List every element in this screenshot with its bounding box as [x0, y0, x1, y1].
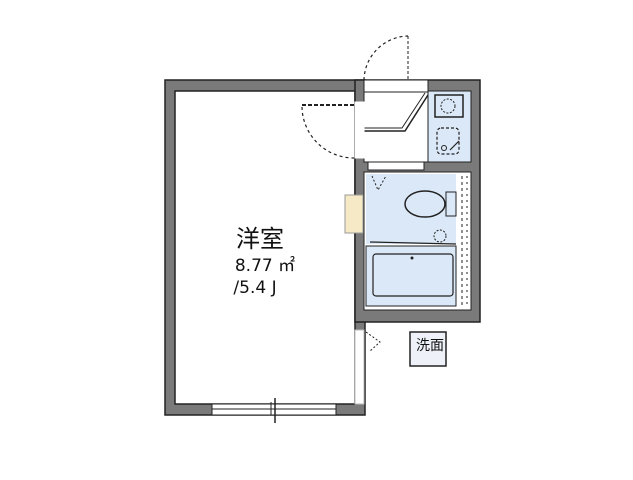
entrance-area [363, 79, 429, 163]
toilet-icon [404, 190, 446, 218]
shoe-cabinet [364, 94, 429, 132]
room-jo-label: /5.4 J [233, 278, 277, 298]
entrance-step [363, 79, 429, 93]
entrance-door-swing [363, 35, 409, 81]
toilet-tank [445, 191, 457, 217]
kitchen-counter [427, 90, 472, 163]
room-area-label: 8.77 ㎡ [234, 256, 296, 276]
stove-icon [434, 94, 464, 118]
closet-door-swing [365, 331, 381, 353]
bath-door-swing [371, 175, 387, 192]
main-room-walls [164, 79, 366, 416]
door-panel [344, 194, 364, 234]
bath-sink-icon [433, 229, 447, 243]
bathtub-area [365, 245, 457, 307]
kitchen-sink-icon [436, 127, 460, 155]
closet-opening [354, 329, 365, 405]
bathtub-icon [372, 253, 454, 297]
toilet-area [366, 174, 456, 244]
drain-icon [410, 256, 414, 260]
room-name-label: 洋室 [236, 225, 284, 253]
washer-space-label: 洗面 [416, 338, 444, 354]
washer-space [409, 331, 447, 367]
